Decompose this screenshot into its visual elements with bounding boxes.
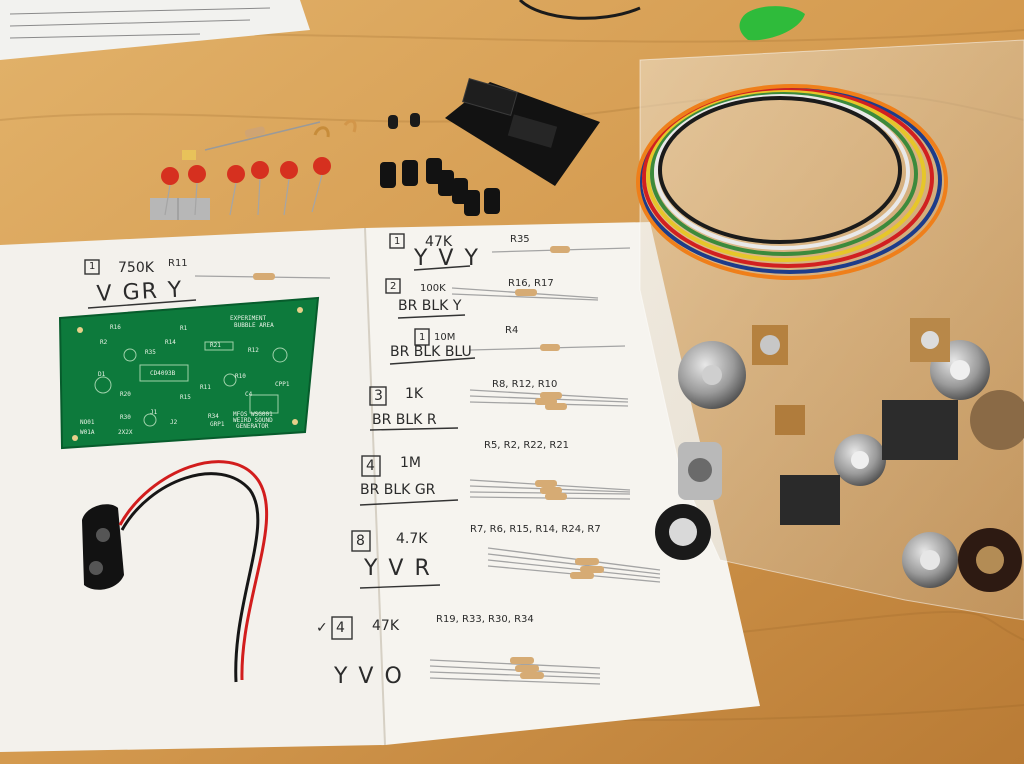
ic-socket — [462, 77, 518, 117]
pcb-label: R12 — [248, 347, 259, 354]
entry-3-value: 10M — [434, 332, 456, 343]
pcb-label: GRP1 — [210, 421, 225, 428]
entry-4-colors: BR BLK R — [372, 412, 437, 428]
entry-4-refs: R8, R12, R10 — [492, 379, 558, 390]
entry-5-refs: R5, R2, R22, R21 — [484, 440, 570, 451]
entry-4-value: 1K — [405, 386, 424, 402]
entry-2-refs: R16, R17 — [508, 278, 554, 289]
pcb-label: D1 — [98, 371, 106, 378]
ceramic-capacitors — [161, 157, 331, 185]
entry-5-count: 4 — [366, 458, 375, 474]
pcb-pads — [72, 307, 303, 441]
entry-2-count: 2 — [390, 281, 397, 292]
pcb-silkscreen — [94, 341, 288, 427]
pcb-title-line-2: BUBBLE AREA — [234, 322, 274, 329]
pcb-label: R1 — [180, 325, 188, 332]
pcb-footer-line-1: MFOS WSG001 — [233, 411, 273, 418]
pcb-label: R30 — [120, 414, 131, 421]
entry-7-count: 4 — [336, 620, 345, 636]
pcb-label: R16 — [110, 324, 121, 331]
entry-1-colors: Y V Y — [414, 246, 480, 271]
left-entry-colors: V GR Y — [96, 277, 185, 307]
battery-clip — [82, 504, 124, 590]
top-paper-lines — [9, 7, 271, 39]
entry-5-value: 1M — [400, 455, 421, 471]
pcb-label: R2 — [100, 339, 108, 346]
pcb-label: R10 — [235, 373, 246, 380]
entry-7-value: 47K — [372, 618, 399, 634]
pcb-footer-line-3: GENERATOR — [236, 423, 269, 430]
entry-6-value: 4.7K — [396, 531, 428, 547]
entry-2-colors: BR BLK Y — [398, 298, 462, 314]
pcb-title-line-1: EXPERIMENT — [230, 315, 267, 322]
entry-1-count: 1 — [394, 236, 401, 247]
pcb-label: J2 — [170, 419, 178, 426]
entry-6-refs: R7, R6, R15, R14, R24, R7 — [470, 524, 601, 535]
left-entry-count: 1 — [89, 261, 96, 272]
battery-wire-black — [120, 472, 260, 683]
potentiometers — [655, 318, 1024, 592]
entry-6-colors: Y V R — [364, 556, 432, 581]
pcb-label: J1 — [150, 409, 158, 416]
pcb-board — [58, 296, 320, 450]
entry-4-count: 3 — [374, 388, 383, 404]
pcb-label: CD4093B — [150, 370, 176, 377]
top-paper — [0, 0, 310, 60]
entry-3-count: 1 — [419, 332, 426, 343]
pcb-label: R34 — [208, 413, 219, 420]
top-cable — [518, 0, 641, 20]
entry-7-colors: Y V O — [334, 664, 404, 689]
electrolytic-capacitors — [380, 158, 500, 216]
parts-bag — [639, 39, 1024, 621]
battery-terminal-1 — [96, 528, 110, 542]
capacitor-legs — [164, 174, 323, 216]
pcb-label: C4 — [245, 391, 253, 398]
entry-3-colors: BR BLK BLU — [390, 344, 472, 360]
entry-1-refs: R35 — [510, 234, 530, 245]
pcb-label: R35 — [145, 349, 156, 356]
pcb-label: NO01 — [80, 419, 95, 426]
ic-chip — [507, 114, 558, 148]
sheet-left-page — [0, 228, 385, 752]
entry-6-count: 8 — [356, 533, 365, 549]
entry-7-refs: R19, R33, R30, R34 — [436, 614, 534, 625]
handwritten-marks — [84, 233, 476, 640]
paper-resistors — [194, 246, 661, 685]
pcb-label: R14 — [165, 339, 176, 346]
battery-wire-red — [118, 460, 269, 681]
battery-terminal-2 — [89, 561, 103, 575]
entry-7-check: ✓ — [316, 620, 328, 636]
pcb-label: R11 — [200, 384, 211, 391]
entry-1-value: 47K — [425, 234, 452, 250]
guitar-pick — [739, 6, 805, 41]
entry-5-colors: BR BLK GR — [360, 482, 436, 498]
left-entry-refs: R11 — [168, 258, 188, 269]
pcb-label: W01A — [80, 429, 95, 436]
entry-2-value: 100K — [420, 283, 446, 294]
left-entry-value: 750K — [118, 260, 154, 276]
entry-3-refs: R4 — [505, 325, 519, 336]
pcb-label: CPP1 — [275, 381, 290, 388]
pcb-label: 2X2X — [118, 429, 133, 436]
sheet-fold — [364, 227, 386, 746]
pcb-label: R20 — [120, 391, 131, 398]
pcb-footer-line-2: WEIRD SOUND — [233, 417, 273, 424]
pcb-label: R15 — [180, 394, 191, 401]
wire-coil — [636, 84, 948, 280]
pcb-label: R21 — [210, 342, 221, 349]
